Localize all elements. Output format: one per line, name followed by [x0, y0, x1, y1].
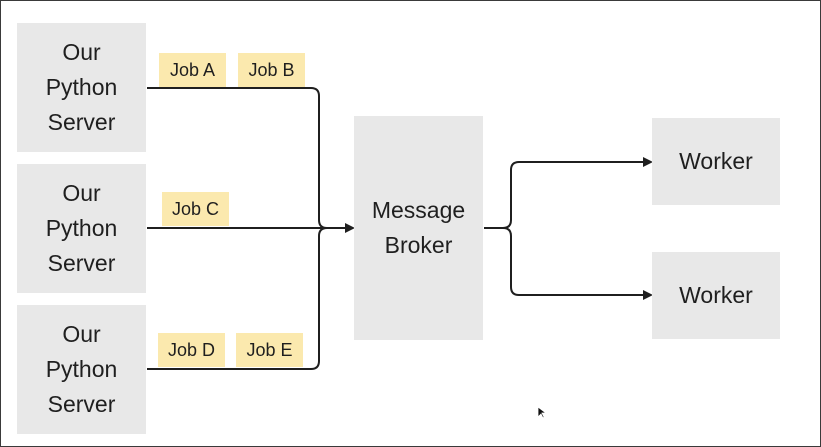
python-server-2: Our Python Server — [17, 164, 146, 293]
job-b-tag: Job B — [238, 53, 305, 87]
message-broker: Message Broker — [354, 116, 483, 340]
connector-broker-to-worker-2 — [484, 227, 653, 300]
job-c-tag: Job C — [162, 192, 229, 226]
connector-broker-to-worker-1 — [484, 157, 653, 229]
python-server-3: Our Python Server — [17, 305, 146, 434]
mouse-cursor-icon — [538, 407, 546, 419]
job-d-tag: Job D — [158, 333, 225, 367]
job-e-tag: Job E — [236, 333, 303, 367]
worker-1: Worker — [652, 118, 780, 205]
python-server-1: Our Python Server — [17, 23, 146, 152]
job-a-tag: Job A — [159, 53, 226, 87]
worker-2: Worker — [652, 252, 780, 339]
connector-server-3-to-broker — [147, 227, 353, 370]
